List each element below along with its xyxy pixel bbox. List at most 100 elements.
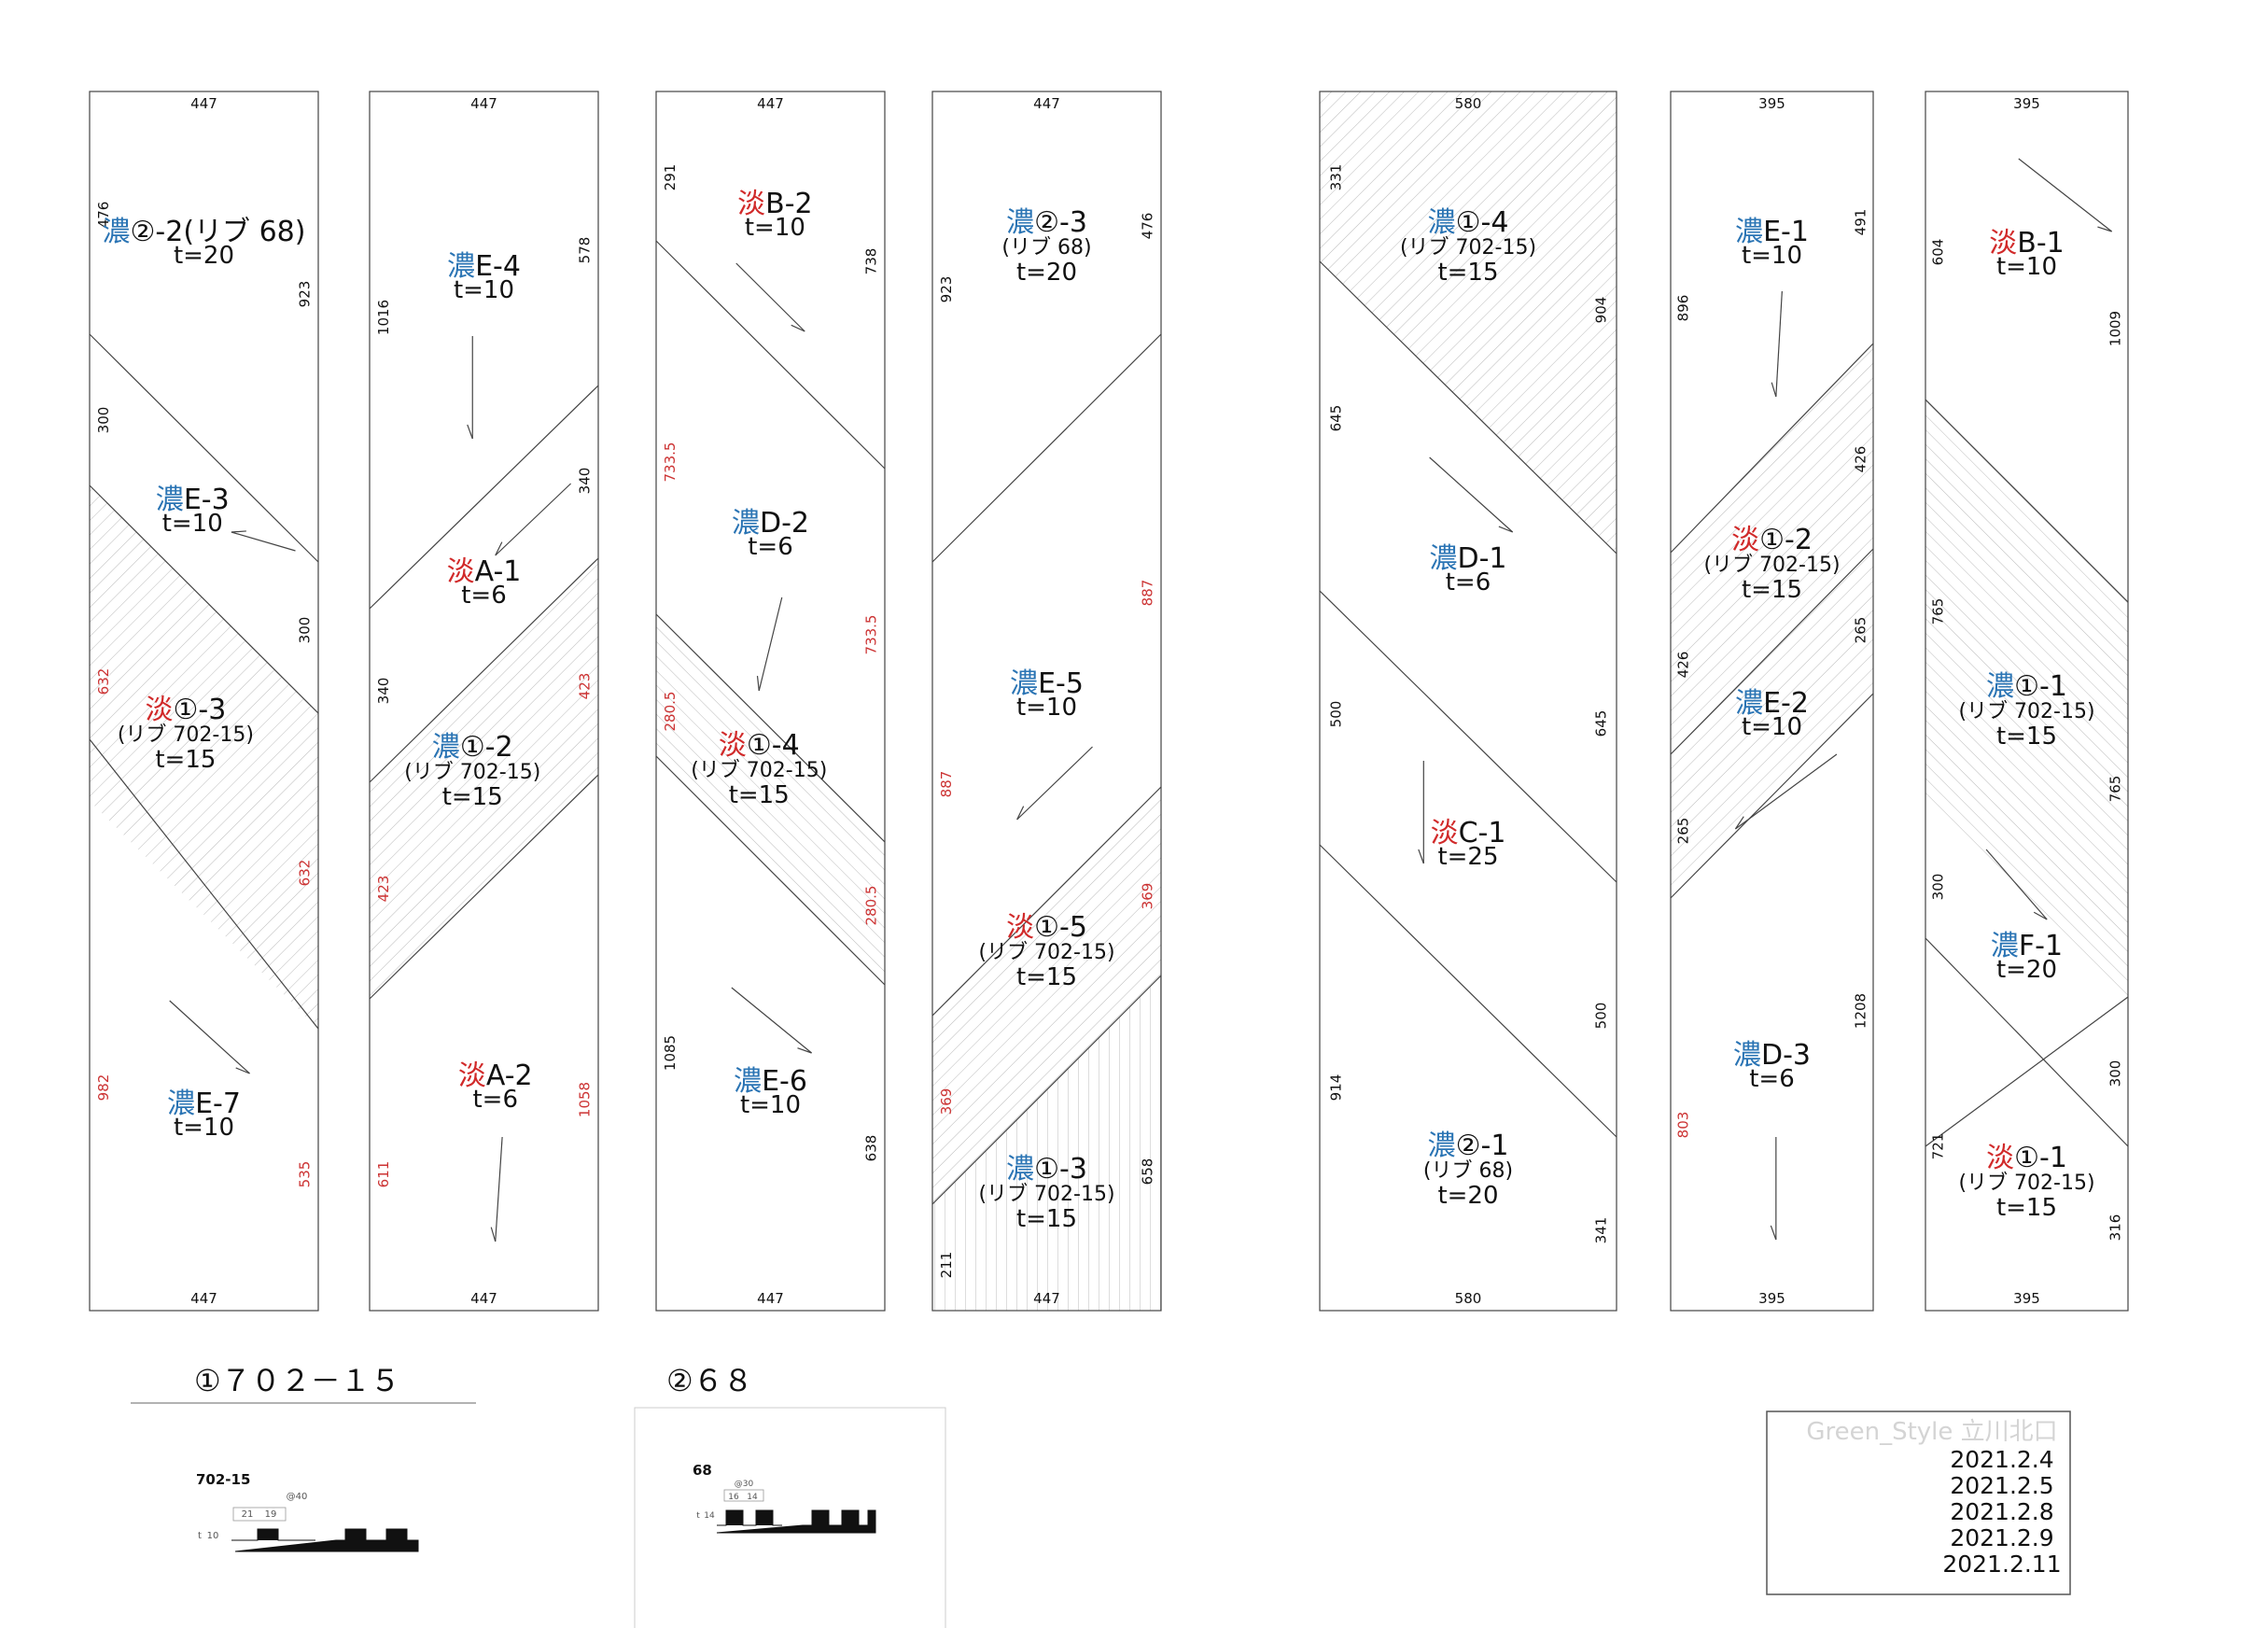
cut-line xyxy=(1319,590,1617,883)
piece-code: A-1 xyxy=(475,555,522,588)
cut-line xyxy=(1925,937,2129,1147)
piece-code: B-2 xyxy=(765,188,813,220)
dim-side: 500 xyxy=(1328,701,1345,728)
dim-side: 340 xyxy=(375,678,392,705)
tone-kanji: 淡 xyxy=(458,1060,486,1092)
rib-spec: (リブ 702-15) xyxy=(1958,1172,2094,1195)
dim-side: 265 xyxy=(1675,818,1692,845)
cut-line xyxy=(931,333,1162,563)
panel-outline xyxy=(1319,91,1617,1312)
piece-label: 濃D-1t=6 xyxy=(1429,542,1506,596)
hatched-region xyxy=(1671,344,1873,898)
cut-line xyxy=(89,333,319,563)
thickness: t=6 xyxy=(748,533,793,561)
cut-line xyxy=(655,240,886,470)
cut-line xyxy=(1319,844,1617,1138)
dim-bottom: 447 xyxy=(470,1290,497,1307)
piece-name: 濃D-3 xyxy=(1733,1039,1811,1072)
direction-arrow-head xyxy=(235,1067,250,1074)
cut-line xyxy=(931,786,1162,1017)
tone-kanji: 淡 xyxy=(719,729,747,762)
panel-outline xyxy=(89,91,319,1312)
direction-arrow xyxy=(758,596,783,692)
piece-code: ②-3 xyxy=(1034,206,1087,239)
piece-label: 淡①-4(リブ 702-15)t=15 xyxy=(691,729,827,809)
direction-arrow xyxy=(2018,158,2113,232)
panel-outline xyxy=(931,91,1162,1312)
thickness: t=20 xyxy=(174,242,234,270)
dim-bottom: 395 xyxy=(2013,1290,2040,1307)
piece-name: 濃E-5 xyxy=(1010,667,1084,700)
tone-kanji: 濃 xyxy=(447,250,475,283)
hatched-region xyxy=(932,975,1161,1311)
thickness: t=20 xyxy=(1016,259,1077,287)
dim-side: 733.5 xyxy=(662,442,679,483)
piece-code: ②-1 xyxy=(1456,1130,1509,1162)
panel-2: 44744710165783403404234236111058濃E-4t=10… xyxy=(369,91,599,1312)
piece-name: 淡①-5 xyxy=(1006,911,1087,944)
piece-label: 淡B-2t=10 xyxy=(737,188,813,242)
tone-kanji: 濃 xyxy=(103,216,131,248)
tone-kanji: 濃 xyxy=(156,484,184,516)
dim-bottom: 447 xyxy=(757,1290,784,1307)
direction-arrow-head xyxy=(1418,849,1424,864)
dim-side: 300 xyxy=(2107,1060,2123,1088)
piece-label: 濃D-2t=6 xyxy=(732,507,809,561)
direction-arrow-head xyxy=(797,1047,812,1054)
dim-side: 300 xyxy=(297,617,314,644)
thickness: t=10 xyxy=(1742,242,1802,270)
direction-arrow xyxy=(1016,746,1093,821)
dim-top: 395 xyxy=(1758,95,1785,112)
piece-label: 淡①-1(リブ 702-15)t=15 xyxy=(1958,1142,2094,1222)
piece-code: D-3 xyxy=(1761,1039,1811,1072)
dim-side: 426 xyxy=(1675,652,1692,679)
thickness: t=15 xyxy=(729,781,790,809)
piece-name: 濃E-2 xyxy=(1735,687,1809,720)
piece-name: 濃①-4 xyxy=(1428,206,1509,239)
dim-side: 1085 xyxy=(662,1035,679,1071)
piece-code: ①-1 xyxy=(2014,1142,2067,1174)
direction-arrow xyxy=(1775,290,1783,398)
tone-kanji: 淡 xyxy=(145,694,173,726)
piece-name: 濃②-2(リブ 68) xyxy=(103,216,306,248)
profile-dim: 14 xyxy=(704,1511,715,1521)
thickness: t=6 xyxy=(1446,568,1491,596)
dim-side: 578 xyxy=(577,237,594,264)
tone-kanji: 淡 xyxy=(1986,1142,2014,1174)
hatched-region xyxy=(90,485,318,1029)
piece-label: 濃D-3t=6 xyxy=(1733,1039,1811,1093)
direction-arrow-head xyxy=(1770,1225,1777,1241)
dim-side: 491 xyxy=(1852,209,1869,236)
rib-spec: (リブ 702-15) xyxy=(978,941,1114,964)
tone-kanji: 濃 xyxy=(167,1088,195,1120)
dim-side: 645 xyxy=(1328,405,1345,432)
piece-code: E-3 xyxy=(184,484,230,516)
dim-side: 887 xyxy=(938,771,955,798)
profile-label: 702-15 xyxy=(196,1471,250,1488)
thickness: t=10 xyxy=(740,1091,801,1119)
dim-side: 738 xyxy=(863,248,880,275)
dim-bottom: 447 xyxy=(190,1290,217,1307)
dim-side: 645 xyxy=(1592,710,1609,737)
piece-code: E-2 xyxy=(1763,687,1809,720)
dim-side: 369 xyxy=(1140,883,1156,910)
cut-line xyxy=(1319,260,1617,554)
thickness: t=10 xyxy=(1996,253,2057,281)
thickness: t=6 xyxy=(461,582,507,610)
tone-kanji: 濃 xyxy=(1986,670,2014,703)
piece-code: E-6 xyxy=(762,1065,807,1098)
dim-side: 265 xyxy=(1852,617,1869,644)
piece-label: 濃②-3(リブ 68)t=20 xyxy=(1001,206,1091,287)
rib-spec: (リブ 68) xyxy=(1423,1159,1513,1183)
profile-label: 68 xyxy=(693,1462,712,1479)
thickness: t=10 xyxy=(1016,694,1077,722)
dim-side: 887 xyxy=(1140,580,1156,607)
cut-line xyxy=(369,774,599,1000)
piece-name: 濃E-1 xyxy=(1735,216,1809,248)
cut-line xyxy=(1670,693,1874,899)
project-name: Green_Style 立川北口 xyxy=(1806,1418,2057,1446)
rib-spec: (リブ 702-15) xyxy=(118,723,254,747)
thickness: t=10 xyxy=(1742,713,1802,741)
dim-side: 280.5 xyxy=(662,692,679,732)
